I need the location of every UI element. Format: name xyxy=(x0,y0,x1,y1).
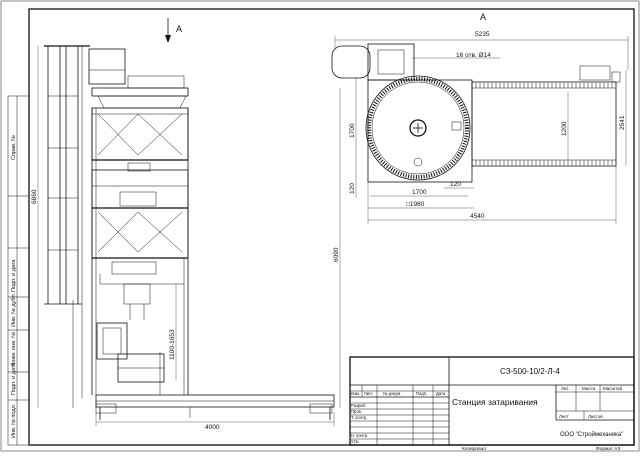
dim-square-1980: □1980 xyxy=(406,201,425,208)
dim-bottom-1700: 1700 xyxy=(412,189,427,196)
lower-frame xyxy=(91,207,189,275)
scale-label: Масштаб xyxy=(603,386,623,391)
middle-frame xyxy=(91,169,189,209)
lit-label: Лит. xyxy=(561,386,569,391)
col-list: Лист xyxy=(364,391,373,396)
strip-label-6: Справ. № xyxy=(11,135,17,160)
row-utv: Утв. xyxy=(351,439,359,444)
top-motor-unit xyxy=(88,48,189,109)
company-name: ООО "Строймеханика" xyxy=(560,431,623,438)
strip-label-1: Инв. № подл. xyxy=(11,403,17,438)
col-izm: Изм. xyxy=(351,391,360,396)
top-view: A 5235 16 отв. Ø14 xyxy=(331,12,629,224)
belt-tread xyxy=(475,83,613,165)
doc-code: СЗ-500-10/2-Л-4 xyxy=(500,367,560,376)
copied-label: Копировал xyxy=(462,446,486,452)
row-razrab: Разраб. xyxy=(351,403,366,408)
dim-left-1700: 1700 xyxy=(349,123,356,138)
row-nkontr: Н. контр. xyxy=(351,433,368,438)
sheet-label: Лист xyxy=(559,414,569,419)
dim-left-120: 120 xyxy=(349,183,356,194)
front-view: A xyxy=(31,18,341,431)
center-hub xyxy=(409,119,427,137)
sheets-label: Листов xyxy=(588,414,603,419)
drawing-title: Станция затаривания xyxy=(452,397,538,407)
dim-ring-1200: 1200 xyxy=(561,121,568,136)
roller-conveyor xyxy=(95,394,335,420)
strip-label-5: Подп. и дата xyxy=(11,259,17,292)
dim-conveyor-length: 4000 xyxy=(205,424,220,431)
bagging-unit xyxy=(96,274,184,395)
dim-bottom-120: 120 xyxy=(450,181,461,188)
dim-overall-height: 6860 xyxy=(31,189,38,204)
view-arrow-head xyxy=(165,35,171,43)
dim-base-4540: 4540 xyxy=(470,213,485,220)
strip-label-3: Взам. инв. № xyxy=(11,332,17,366)
view-label: A xyxy=(480,12,486,22)
col-doc-no: № докум. xyxy=(383,391,401,396)
row-tkontr: Т. контр. xyxy=(351,415,367,420)
access-ladder xyxy=(44,45,90,408)
holes-label: 16 отв. Ø14 xyxy=(456,52,491,59)
top-bin-outline xyxy=(367,43,415,81)
ring-inner xyxy=(371,81,465,175)
strip-label-2: Подп. и дата xyxy=(11,362,17,395)
inner-frame xyxy=(28,8,635,446)
dim-height-right: 6090 xyxy=(333,247,340,262)
ring-outer xyxy=(365,75,471,181)
mass-label: Масса xyxy=(582,386,596,391)
motor-housing xyxy=(331,45,371,79)
format-label: Формат А3 xyxy=(596,446,621,452)
col-sign: Подп. xyxy=(416,391,427,396)
belt-conveyor-top xyxy=(471,65,621,167)
dim-fill-height: 1100-1653 xyxy=(169,329,176,360)
view-marker: A xyxy=(176,24,182,34)
side-strip: Инв. № подл. Подп. и дата Взам. инв. № И… xyxy=(7,95,30,446)
title-block xyxy=(349,356,635,446)
row-prov: Пров. xyxy=(351,409,362,414)
dim-right-2541: 2541 xyxy=(619,115,626,130)
col-date: Дата xyxy=(436,391,446,396)
upper-frame xyxy=(91,107,189,172)
dim-overall-width: 5235 xyxy=(475,31,490,38)
strip-label-4: Инв. № дубл. xyxy=(11,292,17,327)
